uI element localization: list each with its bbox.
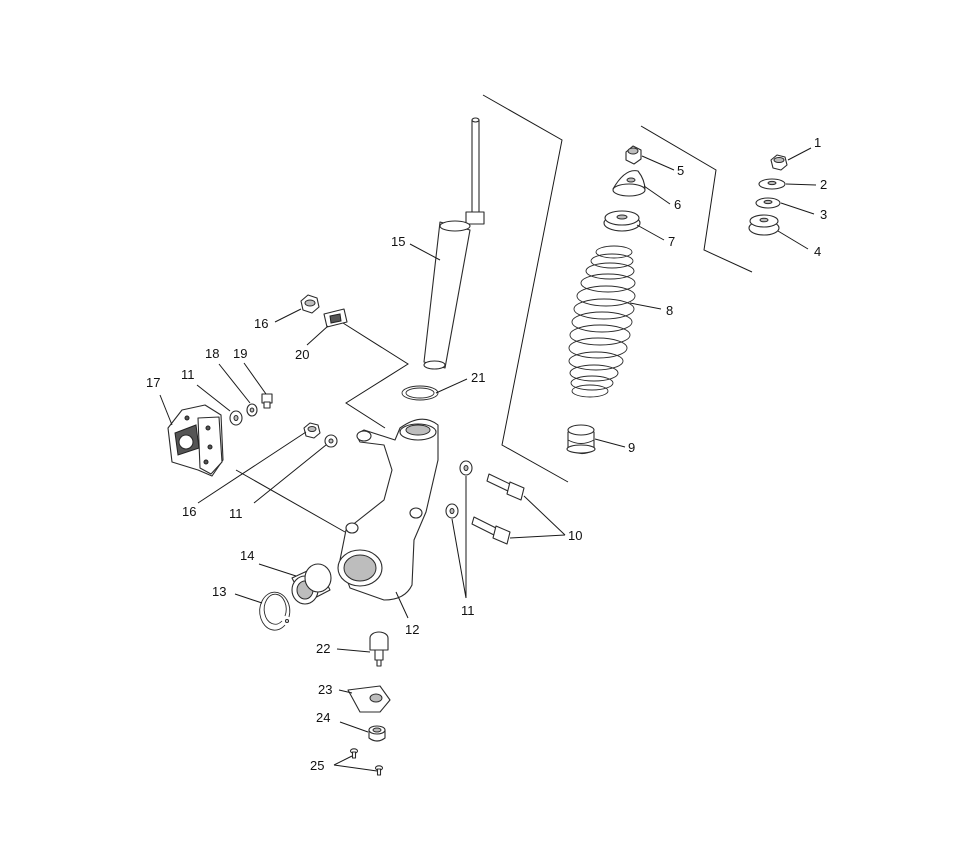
callout-19: 19 [233, 346, 247, 361]
washer-11-middle [324, 434, 338, 448]
spring-cap [612, 170, 646, 197]
leader-lines [159, 147, 817, 772]
callout-22: 22 [316, 641, 330, 656]
callout-10: 10 [568, 528, 582, 543]
clip [323, 308, 348, 328]
callout-21: 21 [471, 370, 485, 385]
callout-25: 25 [310, 758, 324, 773]
callout-1: 1 [814, 135, 821, 150]
callout-5: 5 [677, 163, 684, 178]
mount-nut [770, 154, 788, 171]
callout-16-upper: 16 [254, 316, 268, 331]
group-bracket-mount [640, 125, 753, 273]
mount-washer-upper [758, 178, 786, 190]
strut-shock-absorber [423, 117, 485, 370]
callout-20: 20 [295, 347, 309, 362]
washer-11-right-upper [459, 460, 473, 476]
callout-7: 7 [668, 234, 675, 249]
callout-13: 13 [212, 584, 226, 599]
callout-3: 3 [820, 207, 827, 222]
steering-knuckle [337, 418, 439, 601]
knuckle-bolt-upper [486, 473, 525, 501]
upper-spring-seat [603, 210, 641, 232]
callout-15: 15 [391, 234, 405, 249]
ball-joint-plate [347, 685, 391, 713]
callout-9: 9 [628, 440, 635, 455]
callout-23: 23 [318, 682, 332, 697]
callout-11-right: 11 [461, 603, 475, 618]
bump-stop [566, 424, 596, 455]
callout-4: 4 [814, 244, 821, 259]
callout-18: 18 [205, 346, 219, 361]
bolt-19 [261, 393, 273, 409]
seal-ring [401, 385, 439, 401]
small-bushing [368, 725, 386, 742]
knuckle-bolt-lower [471, 516, 511, 545]
mount-bushing [748, 214, 780, 236]
wheel-bearing [291, 563, 332, 605]
callout-16-lower: 16 [182, 504, 196, 519]
callout-24: 24 [316, 710, 330, 725]
caliper-nut-upper [300, 294, 320, 314]
group-bracket-caliper [342, 322, 409, 429]
callout-11-left: 11 [181, 367, 195, 382]
callout-12: 12 [405, 622, 419, 637]
washer-18 [246, 403, 258, 417]
screw-lower [374, 765, 384, 776]
callout-2: 2 [820, 177, 827, 192]
callout-labels: 1 2 3 4 5 6 7 8 9 10 15 16 20 21 17 11 1… [146, 135, 827, 773]
washer-11-right-lower [445, 503, 459, 519]
ball-joint [369, 631, 389, 667]
group-bracket-strut [482, 94, 569, 483]
washer-11-left [229, 410, 243, 426]
callout-8: 8 [666, 303, 673, 318]
coil-spring [568, 245, 636, 398]
caliper-nut-lower [303, 422, 321, 439]
top-nut [625, 145, 642, 165]
screw-upper [349, 748, 359, 759]
callout-14: 14 [240, 548, 254, 563]
circlip [259, 591, 291, 631]
callout-17: 17 [146, 375, 160, 390]
callout-11-middle: 11 [229, 506, 243, 521]
callout-6: 6 [674, 197, 681, 212]
brake-caliper [167, 404, 224, 477]
mount-washer-lower [755, 197, 781, 209]
